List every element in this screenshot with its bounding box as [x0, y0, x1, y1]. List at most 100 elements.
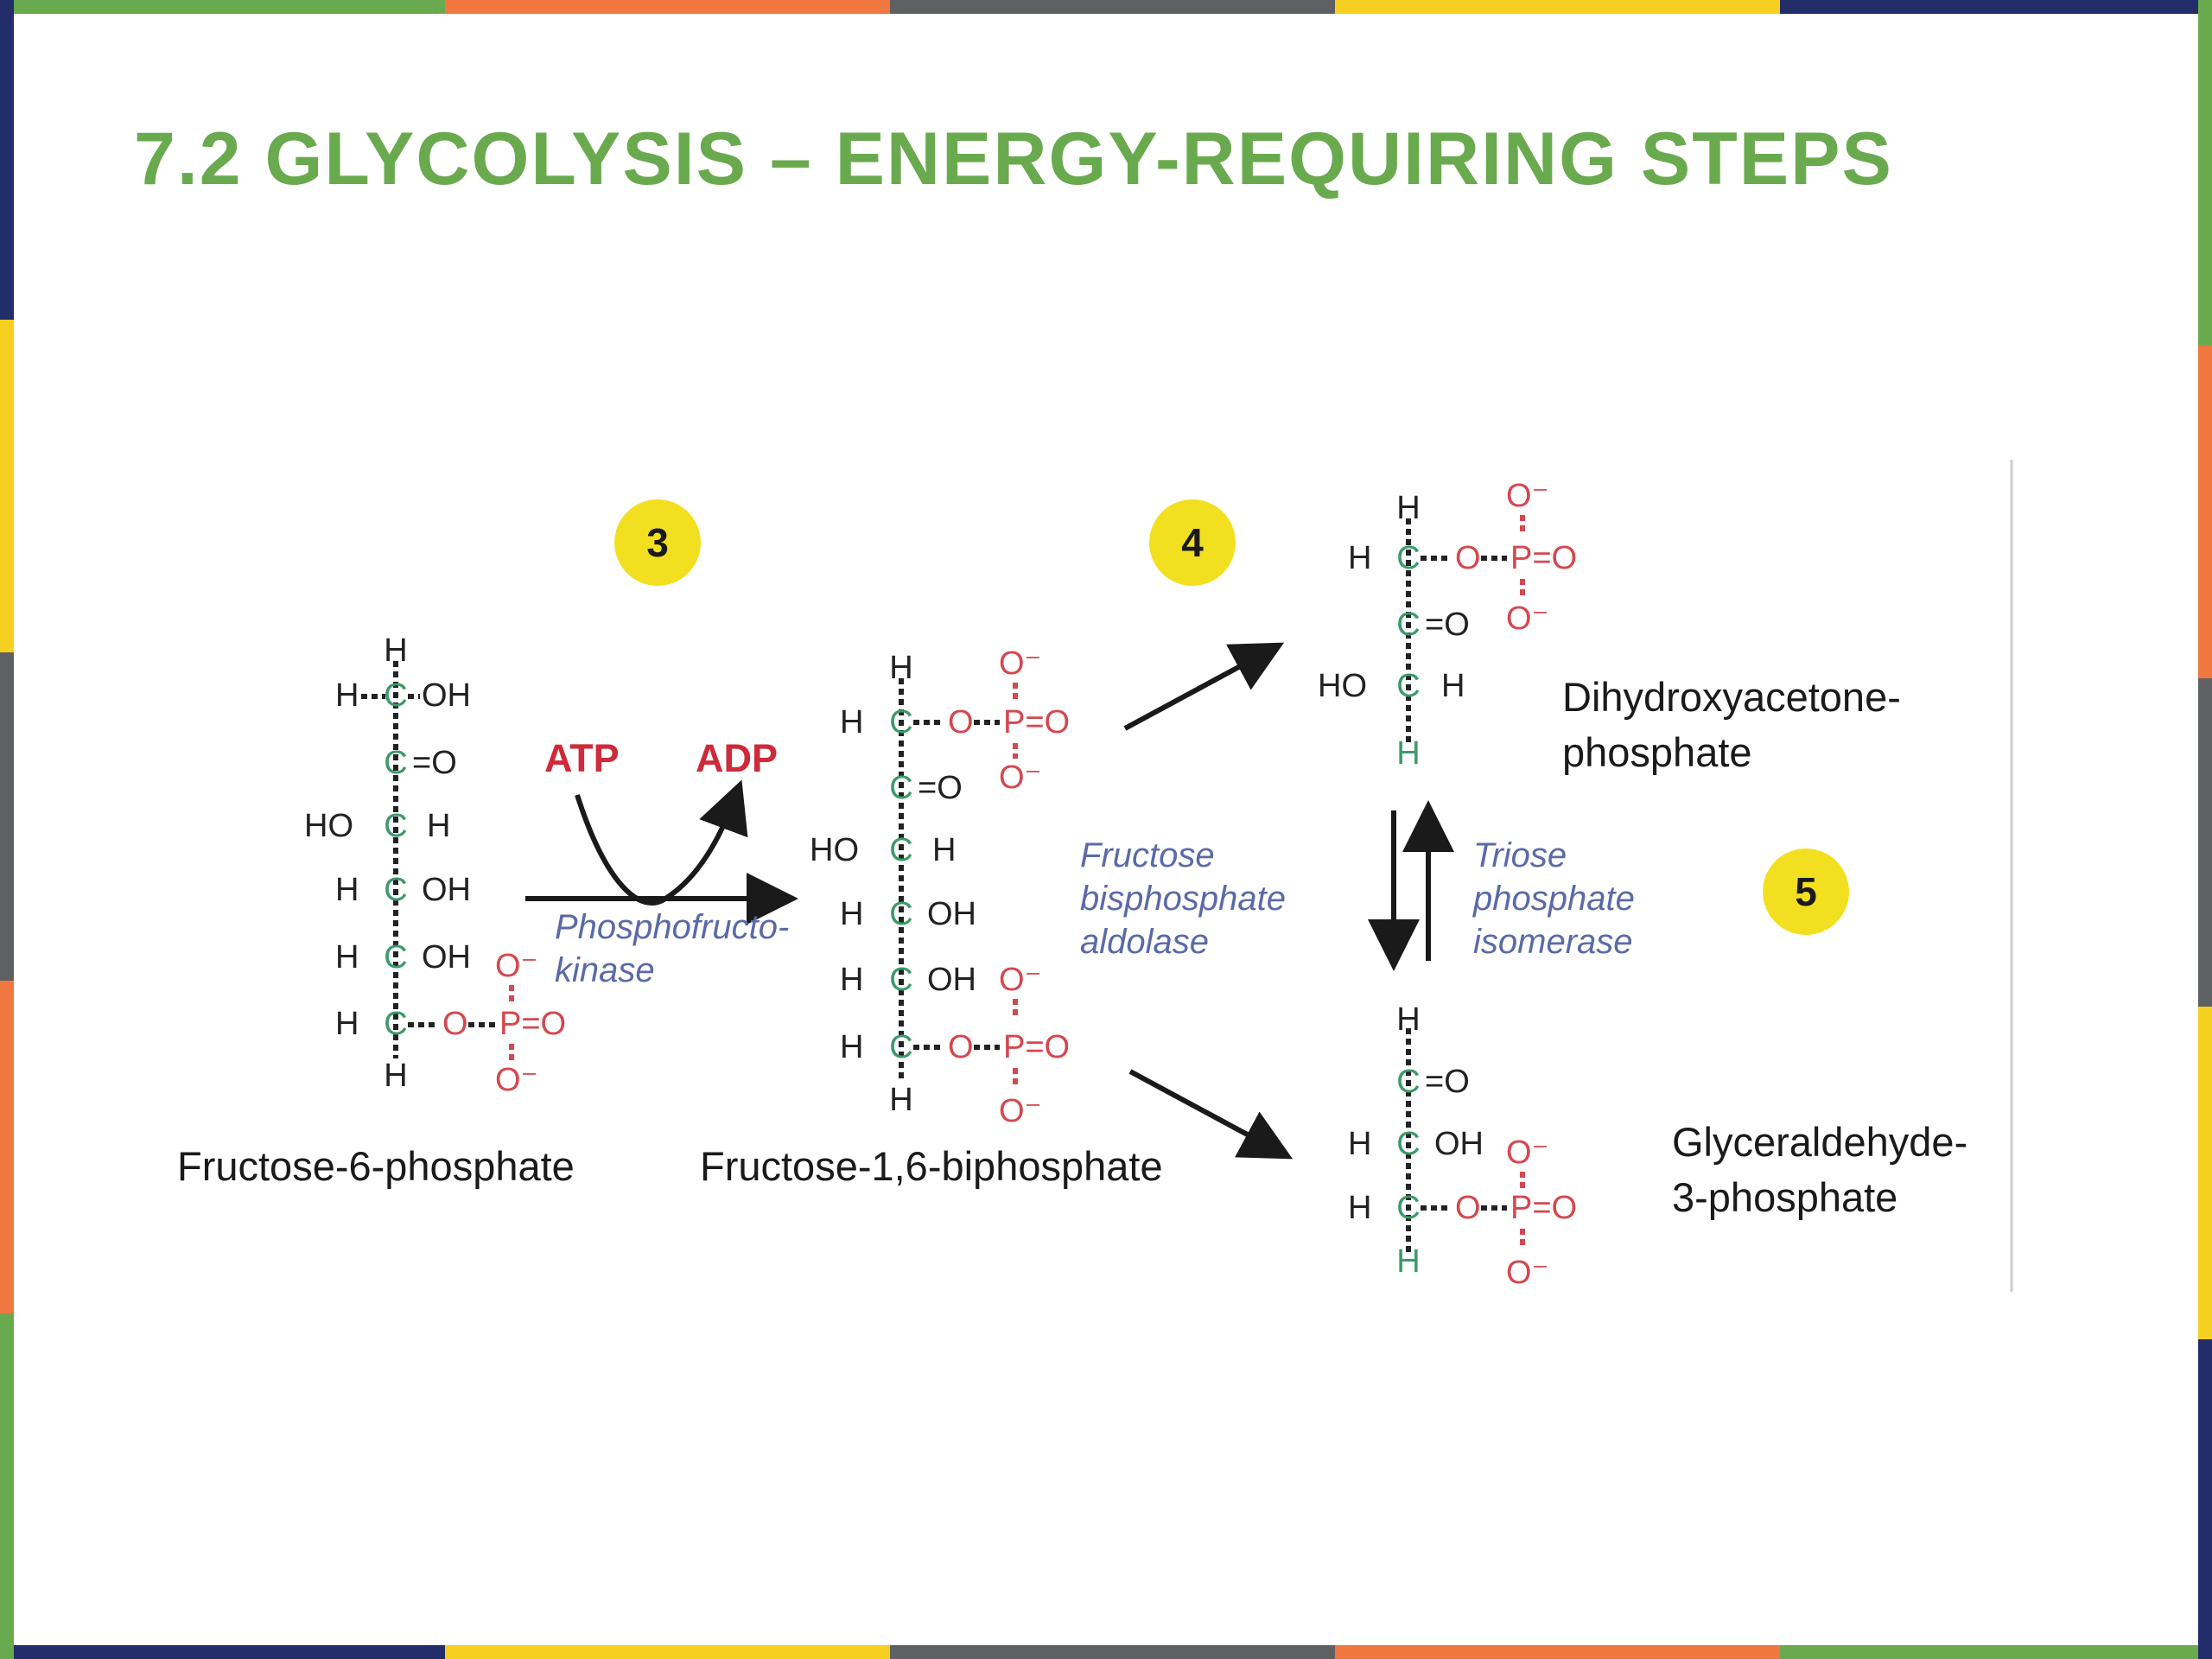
- step-4-badge: 4: [1149, 499, 1236, 586]
- step-5-badge: 5: [1763, 849, 1849, 935]
- atom-h: H: [1348, 1190, 1371, 1226]
- step-number: 4: [1181, 520, 1204, 565]
- atom-h: H: [427, 808, 450, 844]
- atom-p-double-o: P=O: [1003, 704, 1070, 741]
- atom-o-minus: O⁻: [999, 1093, 1042, 1129]
- glyceraldehyde-3-phosphate-structure: H C =O H C OH O⁻ H C O P=O O⁻ H: [1348, 1001, 1577, 1291]
- atom-c: C: [384, 745, 407, 781]
- atom-o-minus: O⁻: [1506, 1135, 1549, 1171]
- atom-c: C: [384, 872, 407, 908]
- atom-ho: HO: [1318, 668, 1367, 704]
- atom-p-double-o: P=O: [1003, 1029, 1070, 1065]
- atom-h: H: [335, 1006, 359, 1042]
- step-number: 5: [1795, 869, 1817, 914]
- atom-o-minus: O⁻: [999, 962, 1042, 998]
- atom-oh: OH: [422, 939, 471, 976]
- fructose-6-phosphate-structure: H H C OH C =O HO C H H C OH H C OH O⁻ H …: [304, 632, 566, 1098]
- border-segment: [445, 0, 890, 14]
- step-number: 3: [646, 520, 669, 565]
- enzyme-line: bisphosphate: [1080, 880, 1286, 918]
- atom-c: C: [889, 704, 912, 741]
- atom-o-minus: O⁻: [1506, 1255, 1549, 1291]
- atom-o: O: [442, 1006, 468, 1042]
- atom-o-minus: O⁻: [999, 760, 1042, 796]
- atom-h: H: [1396, 1001, 1420, 1038]
- dihydroxyacetone-phosphate-structure: H H C O P=O O⁻ O⁻ C =O HO C H H: [1318, 478, 1577, 772]
- atom-o-minus: O⁻: [999, 645, 1042, 682]
- atom-c: C: [889, 832, 912, 868]
- border-segment: [2198, 1339, 2212, 1659]
- adp-label: ADP: [696, 736, 778, 780]
- atom-c: C: [1396, 1126, 1420, 1162]
- split-arrow-lower: [1128, 1069, 1294, 1160]
- atom-double-o: =O: [412, 745, 457, 781]
- border-segment: [445, 1645, 890, 1659]
- atom-c: C: [1396, 668, 1420, 704]
- aldolase-label: Fructose bisphosphate aldolase: [1080, 836, 1295, 961]
- atom-oh: OH: [927, 962, 976, 998]
- atom-h: H: [384, 632, 407, 669]
- atom-h: H: [335, 939, 359, 976]
- slide-title: 7.2 GLYCOLYSIS – ENERGY-REQUIRING STEPS: [134, 118, 1893, 200]
- atom-o: O: [948, 704, 974, 741]
- atom-oh: OH: [422, 677, 471, 714]
- atom-double-o: =O: [1425, 1064, 1470, 1100]
- atom-double-o: =O: [1425, 607, 1470, 643]
- atom-h: H: [889, 650, 912, 686]
- step-3-badge: 3: [614, 499, 701, 586]
- atp-label: ATP: [544, 736, 620, 780]
- atom-oh: OH: [927, 896, 976, 932]
- dihydroxyacetone-phosphate-label: Dihydroxyacetone- phosphate: [1562, 674, 1912, 775]
- fructose-1-6-biphosphate-label: Fructose-1,6-biphosphate: [700, 1143, 1163, 1189]
- border-segment: [890, 0, 1335, 14]
- atom-c: C: [384, 939, 407, 976]
- phosphofructokinase-label: Phosphofructo- kinase: [555, 908, 798, 989]
- atp-adp-curve: [575, 779, 748, 906]
- atom-h: H: [335, 677, 359, 714]
- step-circle: [1149, 499, 1236, 586]
- atom-h: H: [932, 832, 956, 868]
- border-segment: [2198, 0, 2212, 346]
- enzyme-line: Phosphofructo-: [555, 908, 789, 946]
- atom-double-o: =O: [918, 770, 963, 806]
- step-circle: [614, 499, 701, 586]
- atom-h: H: [840, 704, 863, 741]
- atom-p-double-o: P=O: [1510, 1190, 1577, 1226]
- enzyme-line: Fructose: [1080, 836, 1215, 874]
- atom-c: C: [384, 808, 407, 844]
- molecule-name-line: 3-phosphate: [1672, 1174, 1897, 1220]
- atom-o-minus: O⁻: [495, 1062, 538, 1098]
- border-segment: [2198, 346, 2212, 678]
- border-segment: [890, 1645, 1335, 1659]
- atom-o-minus: O⁻: [1506, 478, 1549, 514]
- enzyme-line: Triose: [1473, 836, 1567, 874]
- border-segment: [0, 0, 14, 320]
- atom-h: H: [1348, 1126, 1371, 1162]
- glyceraldehyde-3-phosphate-label: Glyceraldehyde- 3-phosphate: [1672, 1119, 1979, 1220]
- fructose-1-6-biphosphate-structure: H H C O P=O O⁻ O⁻ C =O HO C H H C OH H C…: [810, 645, 1070, 1129]
- atom-o: O: [1455, 540, 1481, 576]
- atom-c: C: [1396, 1190, 1420, 1226]
- atom-ho: HO: [304, 808, 353, 844]
- enzyme-line: isomerase: [1473, 923, 1633, 961]
- border-segment: [0, 652, 14, 981]
- border-segment: [2198, 1007, 2212, 1339]
- atom-p-double-o: P=O: [499, 1006, 566, 1042]
- atom-h: H: [840, 896, 863, 932]
- molecule-name-line: Glyceraldehyde-: [1672, 1119, 1967, 1165]
- step-circle: [1763, 849, 1849, 935]
- atom-h: H: [384, 1058, 407, 1094]
- border-segment: [0, 0, 445, 14]
- border-segment: [0, 981, 14, 1313]
- atom-c: C: [384, 1006, 407, 1042]
- atom-oh: OH: [1434, 1126, 1484, 1162]
- border-segment: [2198, 678, 2212, 1007]
- border-segment: [1335, 0, 1780, 14]
- isomerase-label: Triose phosphate isomerase: [1472, 836, 1644, 961]
- atom-oh: OH: [422, 872, 471, 908]
- atom-c: C: [889, 1029, 912, 1065]
- atom-c: C: [889, 896, 912, 932]
- border-segment: [1335, 1645, 1780, 1659]
- enzyme-line: aldolase: [1080, 923, 1209, 961]
